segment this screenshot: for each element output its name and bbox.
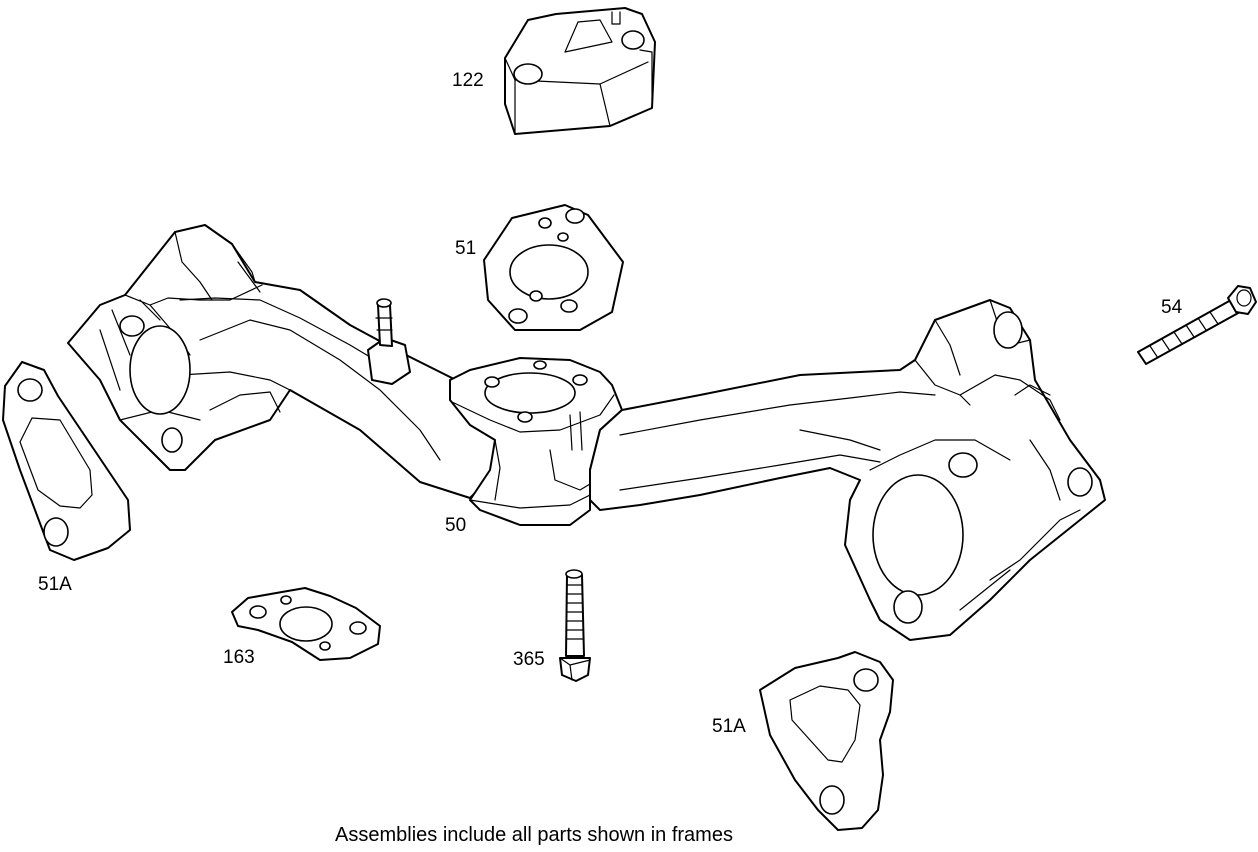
callout-163: 163 (223, 647, 255, 668)
part-365-stud (559, 569, 591, 682)
part-51-gasket (483, 204, 624, 331)
callout-50: 50 (445, 515, 467, 536)
callout-51a-bottom: 51A (712, 716, 746, 737)
callout-54: 54 (1161, 297, 1183, 318)
callout-51: 51 (455, 238, 477, 259)
callout-51a-left: 51A (38, 574, 72, 595)
callout-365: 365 (513, 649, 545, 670)
footer-note: Assemblies include all parts shown in fr… (335, 824, 733, 846)
part-51a-left-gasket (2, 361, 131, 561)
part-163-gasket (231, 587, 381, 661)
part-122-spacer (504, 7, 656, 135)
part-51a-bottom-gasket (759, 651, 894, 831)
part-50-intake-manifold (67, 224, 1106, 641)
callout-122: 122 (452, 70, 484, 91)
part-54-bolt (1137, 285, 1257, 365)
